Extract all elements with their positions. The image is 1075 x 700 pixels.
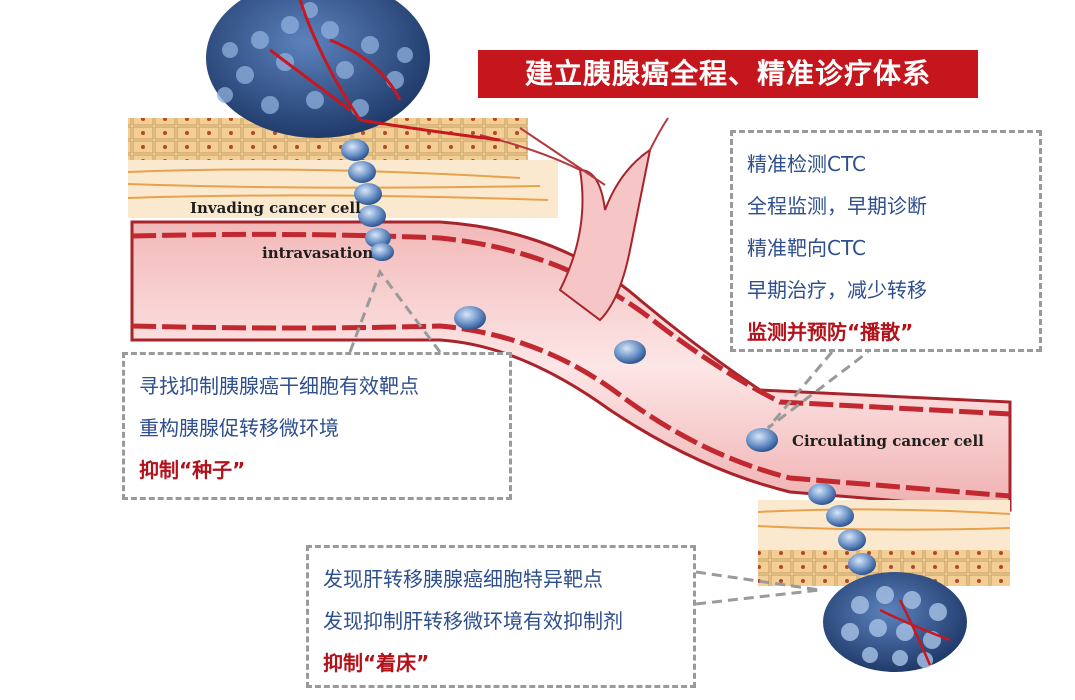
- callout-bed: 发现肝转移胰腺癌细胞特异靶点 发现抑制肝转移微环境有效抑制剂 抑制“着床”: [306, 545, 696, 688]
- circulating-cell-label: Circulating cancer cell: [792, 432, 984, 450]
- callout-seed-emphasis: 抑制“种子”: [139, 458, 246, 482]
- callout-bed-emphasis: 抑制“着床”: [323, 651, 430, 675]
- secondary-tumor-cells: [841, 586, 947, 668]
- connective-tissue-bottom: [758, 500, 1010, 550]
- callout-bed-line: 发现抑制肝转移微环境有效抑制剂: [323, 609, 623, 633]
- title-banner: 建立胰腺癌全程、精准诊疗体系: [478, 50, 978, 98]
- branch-vessel: [558, 147, 652, 322]
- callout-seed-line: 寻找抑制胰腺癌干细胞有效靶点: [139, 374, 419, 398]
- vessel-wall-cells-lower: [131, 323, 1011, 499]
- callout-seed: 寻找抑制胰腺癌干细胞有效靶点 重构胰腺促转移微环境 抑制“种子”: [122, 352, 512, 500]
- callout-seed-line: 重构胰腺促转移微环境: [139, 416, 339, 440]
- circulating-cell: [454, 306, 486, 330]
- circulating-cell: [746, 428, 778, 452]
- invading-cell-column: [341, 139, 394, 261]
- callout-pointer-seed: [348, 268, 442, 353]
- secondary-tumor-vessels: [879, 599, 951, 666]
- tumor-blood-vessels: [269, 0, 501, 142]
- callout-spread-line: 全程监测，早期诊断: [747, 194, 927, 218]
- circulating-cell: [614, 340, 646, 364]
- callout-spread-line: 精准检测CTC: [747, 152, 866, 176]
- intravasation-label: intravasation: [262, 244, 373, 262]
- callout-spread-line: 精准靶向CTC: [747, 236, 866, 260]
- callout-pointer-spread: [766, 350, 869, 430]
- connective-fibers-top: [127, 168, 549, 201]
- callout-pointer-bed: [695, 570, 821, 606]
- vessel-wall-cells-upper: [131, 231, 1011, 417]
- invading-cell-label: Invading cancer cell: [190, 199, 361, 217]
- callout-spread-emphasis: 监测并预防“播散”: [747, 320, 914, 344]
- primary-tumor-cells: [217, 2, 413, 117]
- callout-bed-line: 发现肝转移胰腺癌细胞特异靶点: [323, 567, 603, 591]
- callout-spread: 精准检测CTC 全程监测，早期诊断 精准靶向CTC 早期治疗，减少转移 监测并预…: [730, 130, 1042, 352]
- connective-fibers-bottom: [757, 508, 1011, 531]
- callout-spread-line: 早期治疗，减少转移: [747, 278, 927, 302]
